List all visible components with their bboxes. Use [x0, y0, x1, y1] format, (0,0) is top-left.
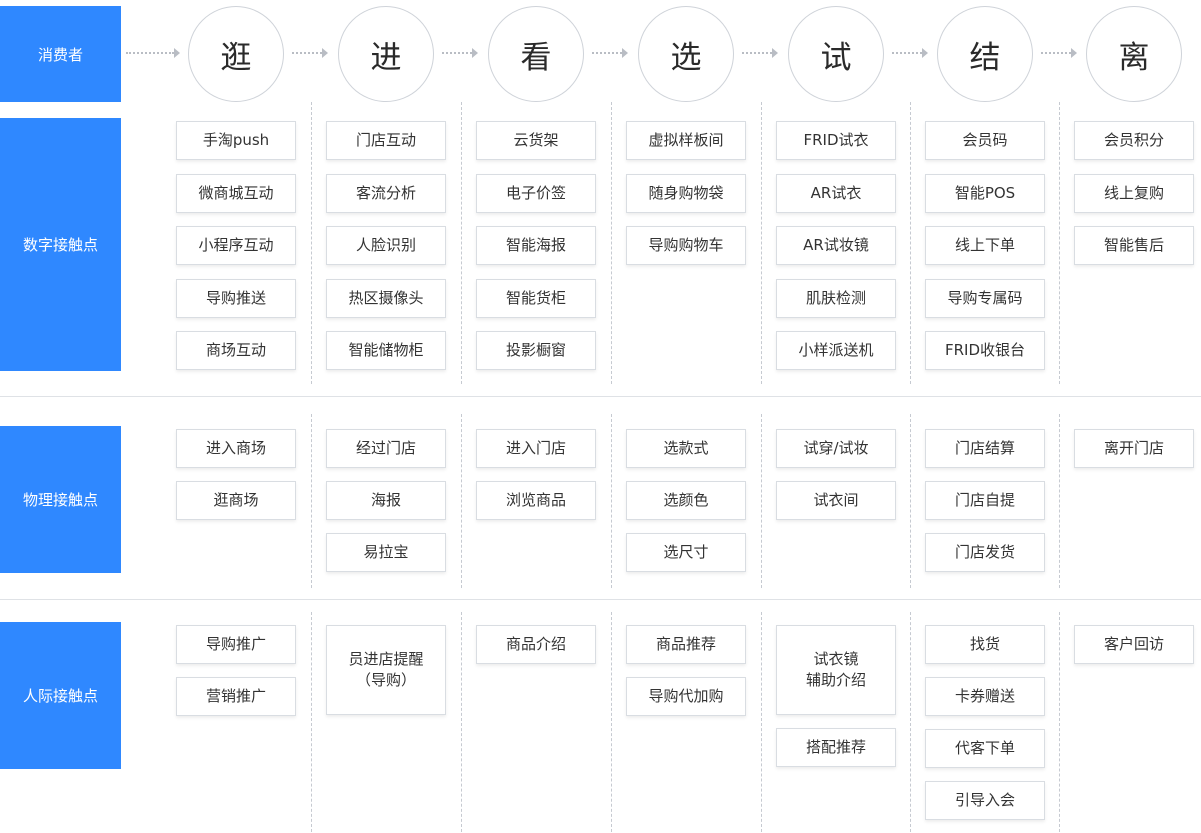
- stage-circle-5: 试: [788, 6, 884, 102]
- column-separator: [611, 102, 612, 384]
- stage-circle-1: 逛: [188, 6, 284, 102]
- column-separator: [761, 612, 762, 832]
- column-separator: [910, 102, 911, 384]
- physical-touchpoint-item: 逛商场: [176, 481, 296, 520]
- row-label-consumer: 消费者: [0, 6, 121, 102]
- interpersonal-touchpoint-item: 卡券赠送: [925, 677, 1045, 716]
- column-separator: [461, 414, 462, 588]
- digital-touchpoint-item: 微商城互动: [176, 173, 296, 213]
- physical-touchpoint-item: 门店结算: [925, 429, 1045, 468]
- row-label-physical: 物理接触点: [0, 426, 121, 573]
- digital-touchpoint-item: FRID试衣: [776, 121, 896, 160]
- column-separator: [311, 612, 312, 832]
- column-separator: [761, 414, 762, 588]
- interpersonal-touchpoint-item: 营销推广: [176, 677, 296, 716]
- physical-touchpoint-item: 易拉宝: [326, 533, 446, 572]
- digital-touchpoint-item: 虚拟样板间: [626, 121, 746, 160]
- digital-touchpoint-item: 热区摄像头: [326, 278, 446, 318]
- stage-circle-4: 选: [638, 6, 734, 102]
- physical-touchpoint-item: 经过门店: [326, 429, 446, 468]
- physical-touchpoint-item: 门店发货: [925, 533, 1045, 572]
- column-separator: [311, 414, 312, 588]
- digital-touchpoint-item: 云货架: [476, 121, 596, 160]
- physical-touchpoint-item: 试衣间: [776, 481, 896, 520]
- row-separator: [0, 599, 1201, 600]
- digital-touchpoint-item: 客流分析: [326, 173, 446, 213]
- digital-touchpoint-item: FRID收银台: [925, 331, 1045, 370]
- column-separator: [1059, 102, 1060, 384]
- column-separator: [910, 612, 911, 832]
- digital-touchpoint-item: 智能POS: [925, 173, 1045, 213]
- digital-touchpoint-item: 电子价签: [476, 173, 596, 213]
- digital-touchpoint-item: AR试妆镜: [776, 226, 896, 265]
- digital-touchpoint-item: AR试衣: [776, 173, 896, 213]
- digital-touchpoint-item: 小程序互动: [176, 226, 296, 265]
- digital-touchpoint-item: 小样派送机: [776, 331, 896, 370]
- flow-arrow: [442, 48, 478, 58]
- column-separator: [1059, 612, 1060, 832]
- digital-touchpoint-item: 投影橱窗: [476, 331, 596, 370]
- interpersonal-touchpoint-item: 导购代加购: [626, 677, 746, 716]
- digital-touchpoint-item: 导购专属码: [925, 278, 1045, 318]
- digital-touchpoint-item: 会员积分: [1074, 121, 1194, 160]
- digital-touchpoint-item: 线上复购: [1074, 173, 1194, 213]
- flow-arrow: [742, 48, 778, 58]
- digital-touchpoint-item: 智能储物柜: [326, 331, 446, 370]
- digital-touchpoint-item: 会员码: [925, 121, 1045, 160]
- interpersonal-touchpoint-item: 商品介绍: [476, 625, 596, 664]
- column-separator: [311, 102, 312, 384]
- flow-arrow: [892, 48, 928, 58]
- column-separator: [611, 612, 612, 832]
- digital-touchpoint-item: 导购推送: [176, 278, 296, 318]
- row-label-digital: 数字接触点: [0, 118, 121, 371]
- row-label-interpersonal: 人际接触点: [0, 622, 121, 769]
- flow-arrow: [292, 48, 328, 58]
- column-separator: [461, 102, 462, 384]
- interpersonal-touchpoint-item: 试衣镜 辅助介绍: [776, 625, 896, 715]
- interpersonal-touchpoint-item: 员进店提醒 （导购）: [326, 625, 446, 715]
- interpersonal-touchpoint-item: 引导入会: [925, 781, 1045, 820]
- interpersonal-touchpoint-item: 客户回访: [1074, 625, 1194, 664]
- digital-touchpoint-item: 随身购物袋: [626, 173, 746, 213]
- stage-circle-3: 看: [488, 6, 584, 102]
- physical-touchpoint-item: 离开门店: [1074, 429, 1194, 468]
- physical-touchpoint-item: 门店自提: [925, 481, 1045, 520]
- physical-touchpoint-item: 浏览商品: [476, 481, 596, 520]
- flow-arrow: [126, 48, 180, 58]
- column-separator: [910, 414, 911, 588]
- flow-arrow: [592, 48, 628, 58]
- stage-circle-6: 结: [937, 6, 1033, 102]
- physical-touchpoint-item: 进入商场: [176, 429, 296, 468]
- interpersonal-touchpoint-item: 找货: [925, 625, 1045, 664]
- interpersonal-touchpoint-item: 代客下单: [925, 729, 1045, 768]
- column-separator: [611, 414, 612, 588]
- digital-touchpoint-item: 导购购物车: [626, 226, 746, 265]
- interpersonal-touchpoint-item: 商品推荐: [626, 625, 746, 664]
- flow-arrow: [1041, 48, 1077, 58]
- column-separator: [461, 612, 462, 832]
- digital-touchpoint-item: 肌肤检测: [776, 278, 896, 318]
- column-separator: [761, 102, 762, 384]
- digital-touchpoint-item: 手淘push: [176, 121, 296, 160]
- stage-circle-2: 进: [338, 6, 434, 102]
- digital-touchpoint-item: 智能海报: [476, 226, 596, 265]
- digital-touchpoint-item: 智能货柜: [476, 278, 596, 318]
- row-separator: [0, 396, 1201, 397]
- stage-circle-7: 离: [1086, 6, 1182, 102]
- digital-touchpoint-item: 人脸识别: [326, 226, 446, 265]
- interpersonal-touchpoint-item: 导购推广: [176, 625, 296, 664]
- column-separator: [1059, 414, 1060, 588]
- physical-touchpoint-item: 进入门店: [476, 429, 596, 468]
- physical-touchpoint-item: 试穿/试妆: [776, 429, 896, 468]
- physical-touchpoint-item: 海报: [326, 481, 446, 520]
- interpersonal-touchpoint-item: 搭配推荐: [776, 728, 896, 767]
- physical-touchpoint-item: 选款式: [626, 429, 746, 468]
- physical-touchpoint-item: 选尺寸: [626, 533, 746, 572]
- digital-touchpoint-item: 门店互动: [326, 121, 446, 160]
- digital-touchpoint-item: 线上下单: [925, 226, 1045, 265]
- physical-touchpoint-item: 选颜色: [626, 481, 746, 520]
- digital-touchpoint-item: 商场互动: [176, 331, 296, 370]
- digital-touchpoint-item: 智能售后: [1074, 226, 1194, 265]
